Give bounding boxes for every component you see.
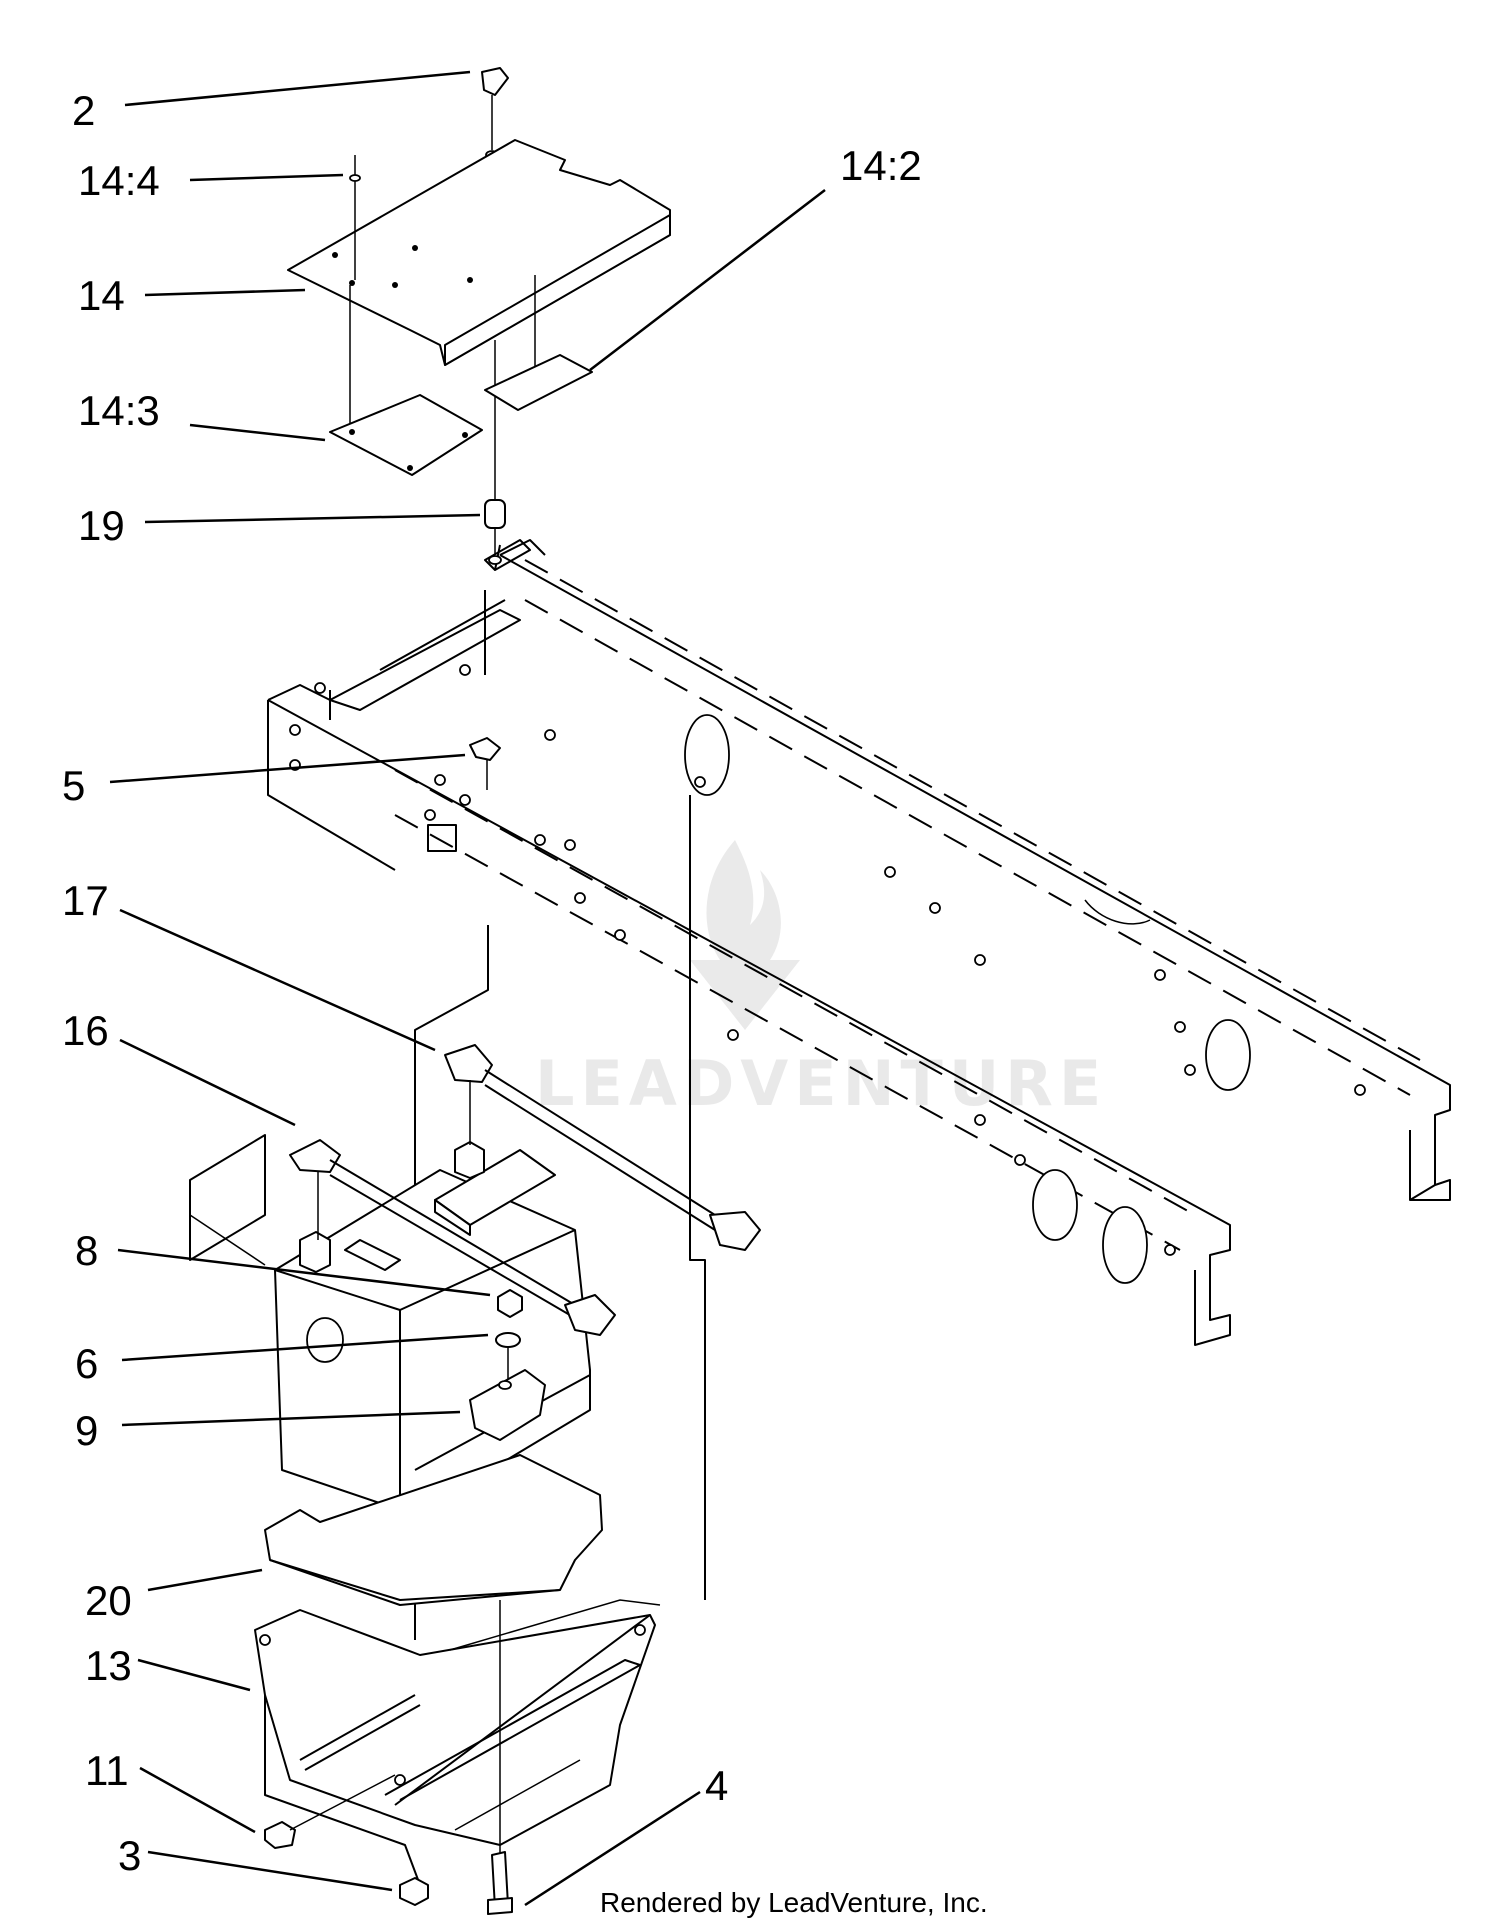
watermark-text: LEADVENTURE [535, 1047, 1107, 1120]
flame-logo-icon [690, 840, 800, 1030]
seat-plate-assembly [287, 67, 671, 790]
callout-13: 13 [85, 1642, 132, 1689]
callout-5: 5 [62, 762, 85, 809]
watermark: LEADVENTURE [535, 840, 1107, 1120]
callout-11: 11 [85, 1747, 129, 1794]
battery-assembly [189, 1044, 761, 1516]
callout-9: 9 [75, 1407, 98, 1454]
callout-20: 20 [85, 1577, 132, 1624]
spacer-part-19 [484, 499, 506, 529]
clamp-part-9 [469, 1369, 546, 1441]
bolt-part-11 [264, 1821, 296, 1849]
cable-part-17 [444, 1044, 493, 1083]
callout-labels: 2 14:4 14:2 14 14:3 19 5 17 16 8 6 9 20 … [62, 87, 922, 1879]
battery-tray-part-20 [264, 1454, 603, 1606]
seat-plate-part-14 [287, 139, 671, 366]
callout-14-3: 14:3 [78, 387, 160, 434]
bolt-part-5 [469, 737, 501, 761]
callout-6: 6 [75, 1340, 98, 1387]
stud-part-2 [481, 67, 509, 96]
decal-part-14-2 [484, 354, 593, 411]
frame-assembly [267, 539, 1451, 1640]
callout-8: 8 [75, 1227, 98, 1274]
leader-lines [109, 70, 826, 1907]
callout-14-2: 14:2 [840, 142, 922, 189]
callout-4: 4 [705, 1762, 728, 1809]
callout-3: 3 [118, 1832, 141, 1879]
washer-part-6 [495, 1332, 521, 1348]
cable-part-16 [289, 1139, 341, 1173]
callout-2: 2 [72, 87, 95, 134]
nut-part-3 [399, 1877, 429, 1906]
callout-16: 16 [62, 1007, 109, 1054]
pad-part-14-3 [329, 394, 483, 476]
callout-19: 19 [78, 502, 125, 549]
nut-part-8 [497, 1289, 523, 1318]
callout-14-4: 14:4 [78, 157, 160, 204]
callout-17: 17 [62, 877, 109, 924]
tray-assembly [254, 1454, 661, 1915]
callout-14: 14 [78, 272, 125, 319]
battery-bracket-part-13 [254, 1609, 656, 1846]
footer-credit: Rendered by LeadVenture, Inc. [600, 1887, 988, 1918]
